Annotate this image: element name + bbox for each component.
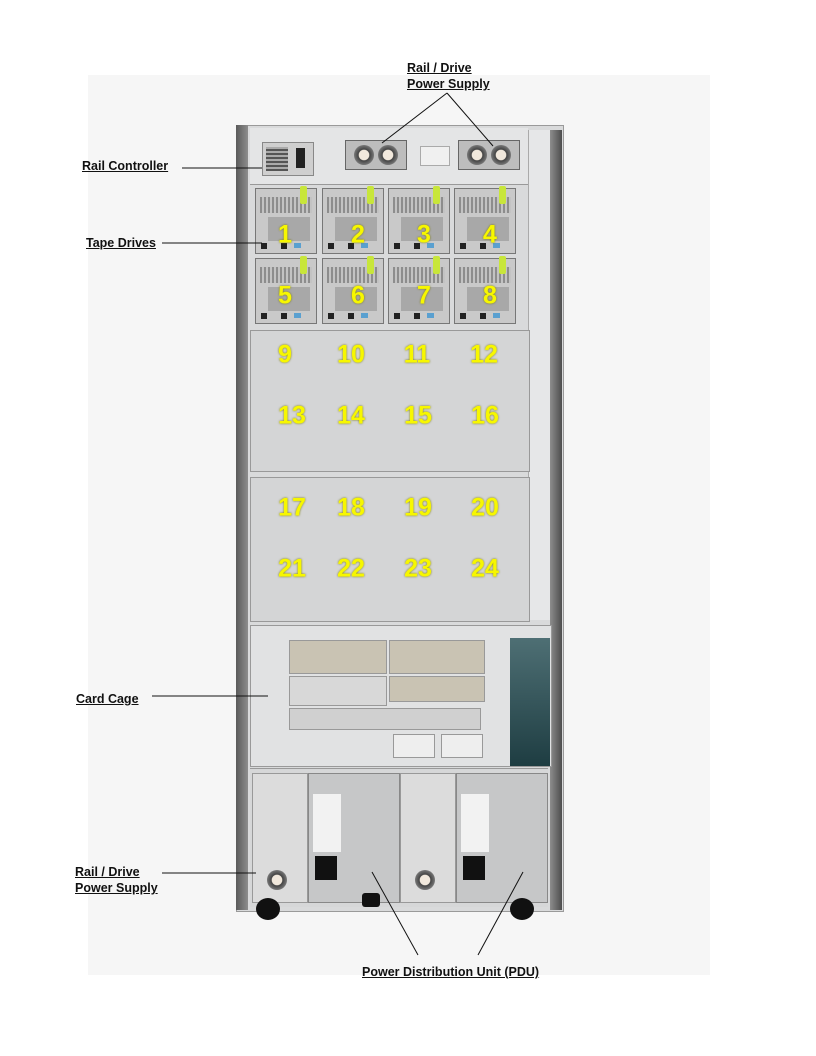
drive-slot-number: 22: [337, 554, 365, 583]
fan-icon: [267, 870, 287, 890]
drive-handle-icon: [300, 186, 307, 204]
label-line: Rail / Drive: [407, 61, 472, 75]
label-tape-drives: Tape Drives: [86, 236, 156, 250]
rail-controller: [262, 142, 314, 176]
drive-slot-number: 8: [483, 281, 497, 310]
tape-drive: [322, 256, 384, 324]
fan-icon: [491, 145, 511, 165]
bottom-power-supply-1: [252, 773, 308, 903]
blank-drive-panel-upper: [250, 330, 530, 472]
drive-slot-number: 24: [471, 554, 499, 583]
label-card-cage: Card Cage: [76, 692, 139, 706]
drive-slot-number: 23: [404, 554, 432, 583]
caster-wheel: [256, 898, 280, 920]
callout-line-top-psu-right: [446, 92, 494, 147]
tape-drive: [322, 186, 384, 254]
drive-handle-icon: [300, 256, 307, 274]
label-line: Power Supply: [407, 77, 490, 91]
bottom-power-supply-2: [400, 773, 456, 903]
tape-drive: [255, 256, 317, 324]
fan-icon: [354, 145, 374, 165]
drive-slot-number: 4: [483, 220, 497, 249]
right-frame-rail: [550, 130, 562, 910]
pdu-1: [308, 773, 400, 903]
drive-handle-icon: [433, 186, 440, 204]
leveling-foot: [362, 893, 380, 907]
drive-slot-number: 19: [404, 493, 432, 522]
drive-slot-number: 2: [351, 220, 365, 249]
fan-icon: [378, 145, 398, 165]
label-top-power-supply: Rail / Drive Power Supply: [407, 60, 490, 92]
top-power-supply-2: [458, 140, 520, 170]
drive-slot-number: 15: [404, 401, 432, 430]
warning-label: [420, 146, 450, 166]
drive-slot-number: 3: [417, 220, 431, 249]
tape-drive: [388, 186, 450, 254]
power-switch-icon: [296, 148, 305, 168]
drive-slot-number: 13: [278, 401, 306, 430]
drive-slot-number: 10: [337, 340, 365, 369]
label-bottom-power-supply: Rail / Drive Power Supply: [75, 864, 158, 896]
drive-slot-number: 6: [351, 281, 365, 310]
fan-icon: [467, 145, 487, 165]
left-frame-rail: [236, 125, 248, 910]
breaker-icon: [315, 856, 337, 880]
callout-line-pdu-right: [477, 871, 524, 956]
tape-drive: [454, 186, 516, 254]
label-rail-controller: Rail Controller: [82, 159, 169, 173]
fan-icon: [415, 870, 435, 890]
drive-slot-number: 14: [337, 401, 365, 430]
drive-slot-number: 1: [278, 220, 292, 249]
drive-slot-number: 21: [278, 554, 306, 583]
drive-slot-number: 18: [337, 493, 365, 522]
tape-drive: [454, 256, 516, 324]
drive-slot-number: 12: [470, 340, 498, 369]
top-power-supply-1: [345, 140, 407, 170]
label-line: Rail / Drive: [75, 865, 140, 879]
drive-slot-number: 17: [278, 493, 306, 522]
drive-slot-number: 11: [403, 340, 431, 369]
drive-handle-icon: [499, 186, 506, 204]
breaker-icon: [463, 856, 485, 880]
drive-slot-number: 7: [417, 281, 431, 310]
card-cage: [250, 625, 552, 767]
card-cage-window: [510, 638, 550, 766]
drive-handle-icon: [367, 256, 374, 274]
blank-drive-panel-lower: [250, 477, 530, 622]
tape-drive: [255, 186, 317, 254]
drive-slot-number: 20: [471, 493, 499, 522]
drive-slot-number: 9: [278, 340, 292, 369]
callout-line-top-psu-left: [381, 92, 448, 144]
label-line: Power Supply: [75, 881, 158, 895]
callout-line-pdu-left: [371, 871, 419, 956]
drive-slot-number: 16: [471, 401, 499, 430]
power-section: [250, 768, 548, 907]
pdu-2: [456, 773, 548, 903]
drive-handle-icon: [433, 256, 440, 274]
drive-slot-number: 5: [278, 281, 292, 310]
caster-wheel: [510, 898, 534, 920]
tape-drive: [388, 256, 450, 324]
label-pdu: Power Distribution Unit (PDU): [362, 965, 540, 979]
drive-handle-icon: [367, 186, 374, 204]
drive-handle-icon: [499, 256, 506, 274]
